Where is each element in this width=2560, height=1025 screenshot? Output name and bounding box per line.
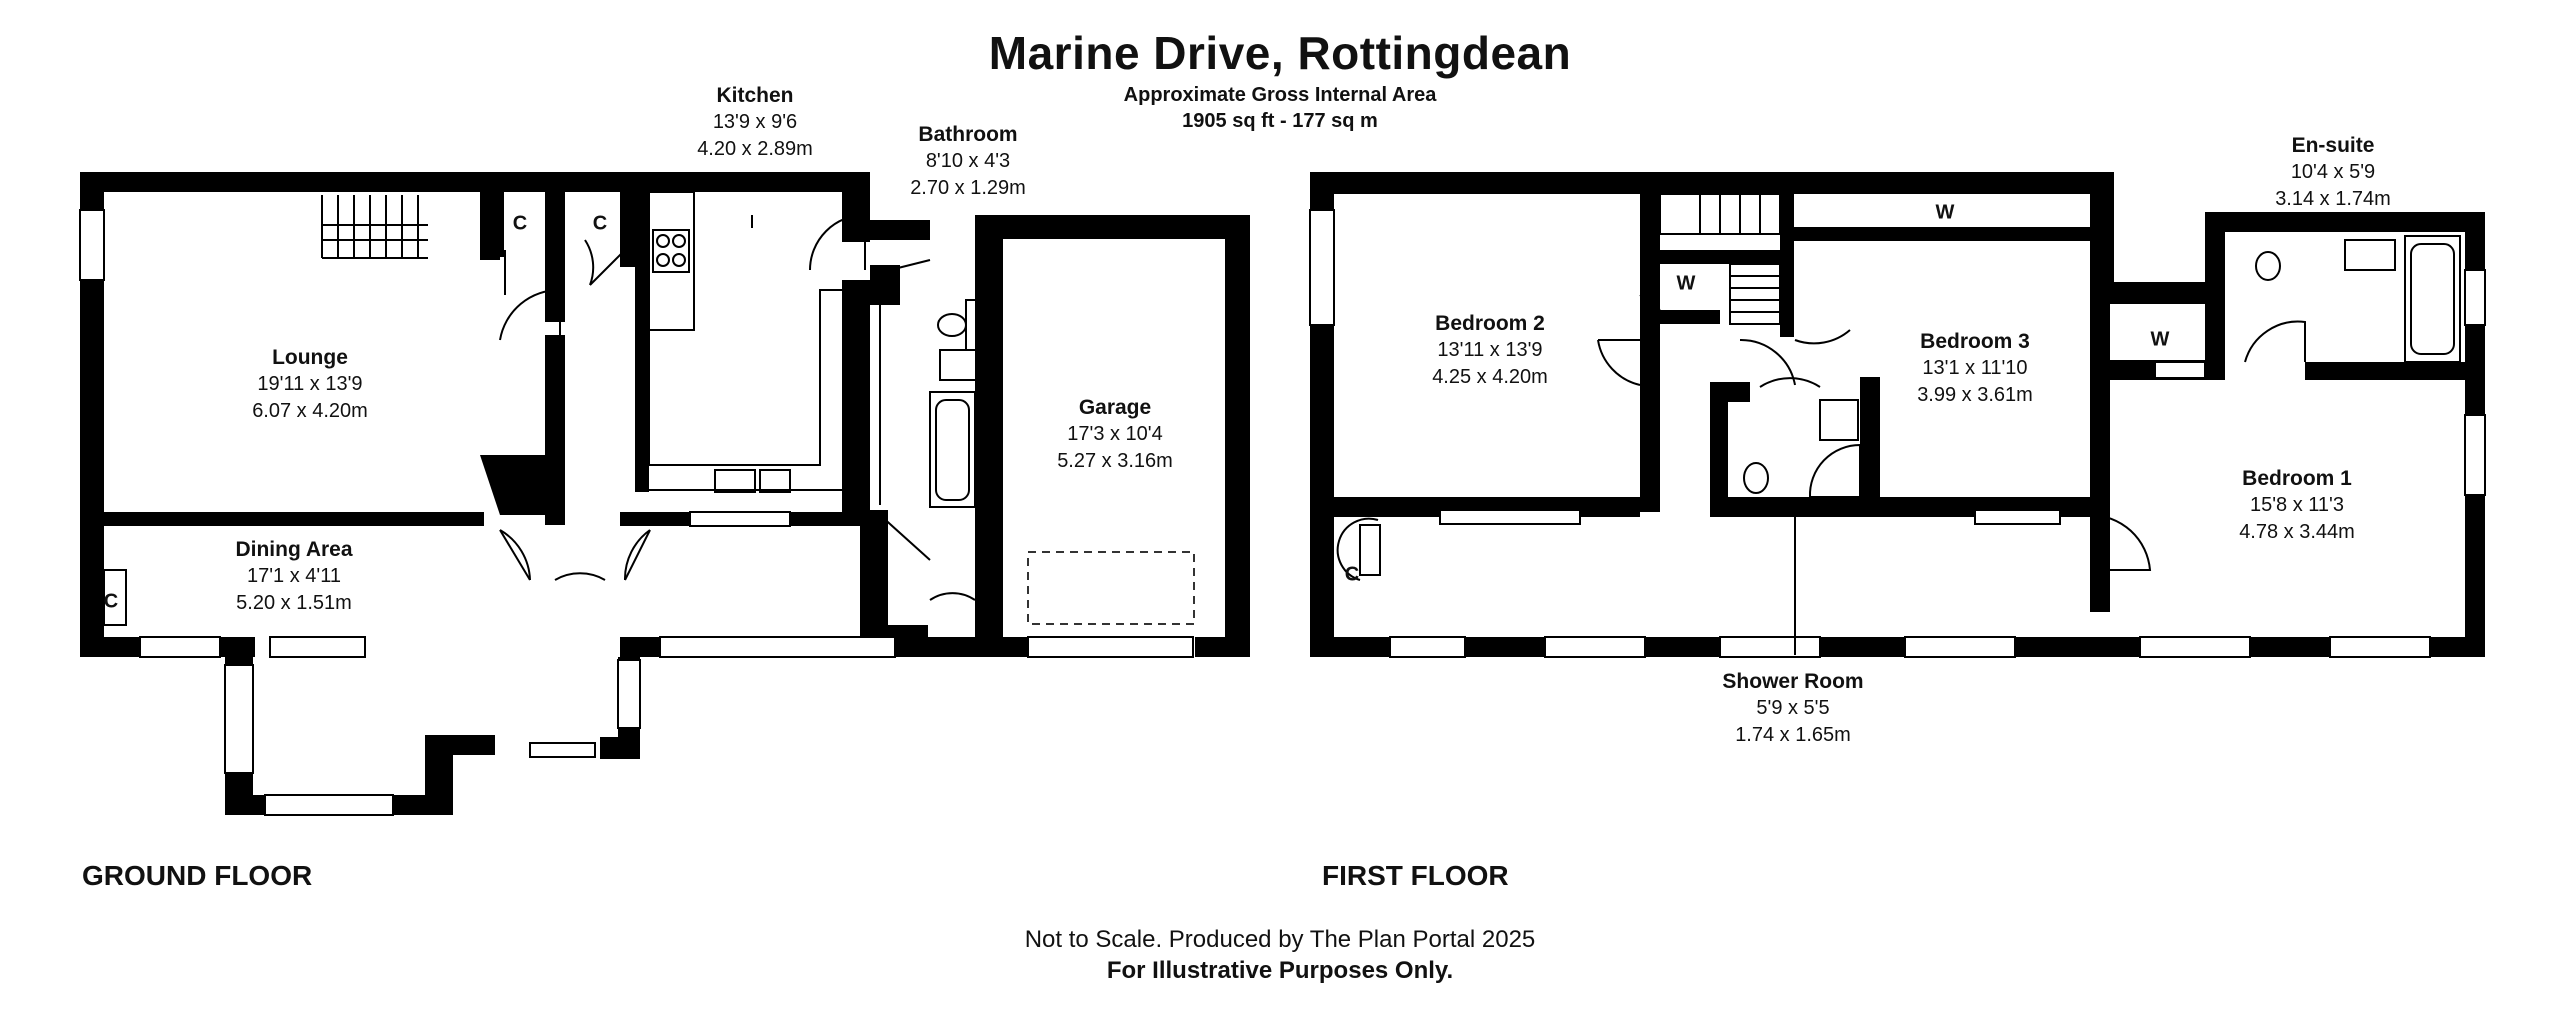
room-size-metric: 1.74 x 1.65m: [1735, 724, 1851, 746]
room-label-en-suite: En-suite 10'4 x 5'9 3.14 x 1.74m: [2275, 132, 2391, 213]
room-label-bedroom-1: Bedroom 1 15'8 x 11'3 4.78 x 3.44m: [2239, 465, 2355, 546]
room-name: Lounge: [272, 346, 348, 369]
room-size-imperial: 10'4 x 5'9: [2290, 161, 2376, 183]
area-value: 1905 sq ft - 177 sq m: [1182, 110, 1378, 132]
room-size-metric: 6.07 x 4.20m: [252, 400, 368, 422]
area-label: Approximate Gross Internal Area: [1123, 84, 1437, 106]
wardrobe-tag: W: [1935, 201, 1955, 224]
room-size-imperial: 17'3 x 10'4: [1067, 423, 1163, 445]
room-size-metric: 3.99 x 3.61m: [1917, 384, 2033, 406]
cupboard-tag: C: [512, 212, 528, 235]
room-name: Bedroom 3: [1920, 330, 2030, 353]
room-label-kitchen: Kitchen 13'9 x 9'6 4.20 x 2.89m: [697, 82, 813, 163]
wardrobe-tag: W: [2150, 328, 2170, 351]
credit-text: Not to Scale. Produced by The Plan Porta…: [1024, 926, 1536, 953]
disclaimer-text: For Illustrative Purposes Only.: [1106, 957, 1454, 984]
room-name: Shower Room: [1722, 670, 1864, 693]
room-name: Kitchen: [716, 84, 794, 107]
room-size-imperial: 17'1 x 4'11: [246, 565, 342, 587]
room-size-imperial: 8'10 x 4'3: [925, 150, 1011, 172]
room-size-imperial: 5'9 x 5'5: [1756, 697, 1830, 719]
page-title: Marine Drive, Rottingdean: [988, 27, 1572, 79]
room-label-dining-area: Dining Area 17'1 x 4'11 5.20 x 1.51m: [235, 536, 352, 617]
room-label-bedroom-2: Bedroom 2 13'11 x 13'9 4.25 x 4.20m: [1432, 310, 1548, 391]
room-size-metric: 5.27 x 3.16m: [1057, 450, 1173, 472]
room-size-metric: 4.25 x 4.20m: [1432, 366, 1548, 388]
room-name: Dining Area: [235, 538, 353, 561]
room-size-metric: 3.14 x 1.74m: [2275, 188, 2391, 210]
ground-floor-plan: [79, 172, 1250, 816]
room-size-metric: 4.20 x 2.89m: [697, 138, 813, 160]
cupboard-tag: C: [592, 212, 608, 235]
room-name: Bedroom 2: [1435, 312, 1545, 335]
room-label-bathroom: Bathroom 8'10 x 4'3 2.70 x 1.29m: [910, 121, 1026, 202]
cupboard-tag: C: [103, 590, 119, 613]
room-size-imperial: 19'11 x 13'9: [257, 373, 363, 395]
room-label-garage: Garage 17'3 x 10'4 5.27 x 3.16m: [1057, 394, 1173, 475]
room-size-metric: 5.20 x 1.51m: [236, 592, 352, 614]
room-name: Bedroom 1: [2242, 467, 2352, 490]
room-size-metric: 2.70 x 1.29m: [910, 177, 1026, 199]
ground-floor-label: GROUND FLOOR: [82, 860, 313, 891]
room-name: Bathroom: [918, 123, 1018, 146]
first-floor-label: FIRST FLOOR: [1322, 860, 1509, 891]
room-name: En-suite: [2291, 134, 2375, 157]
room-size-imperial: 15'8 x 11'3: [2249, 494, 2344, 516]
first-floor-plan: [1309, 172, 2486, 658]
room-size-metric: 4.78 x 3.44m: [2239, 521, 2355, 543]
room-size-imperial: 13'11 x 13'9: [1437, 339, 1543, 361]
room-label-bedroom-3: Bedroom 3 13'1 x 11'10 3.99 x 3.61m: [1917, 328, 2033, 409]
cupboard-tag: C: [1344, 563, 1360, 586]
room-label-lounge: Lounge 19'11 x 13'9 6.07 x 4.20m: [252, 344, 368, 425]
wardrobe-tag: W: [1676, 272, 1696, 295]
room-label-shower-room: Shower Room 5'9 x 5'5 1.74 x 1.65m: [1722, 668, 1863, 749]
room-size-imperial: 13'9 x 9'6: [712, 111, 798, 133]
room-size-imperial: 13'1 x 11'10: [1922, 357, 2028, 379]
room-name: Garage: [1078, 396, 1152, 419]
